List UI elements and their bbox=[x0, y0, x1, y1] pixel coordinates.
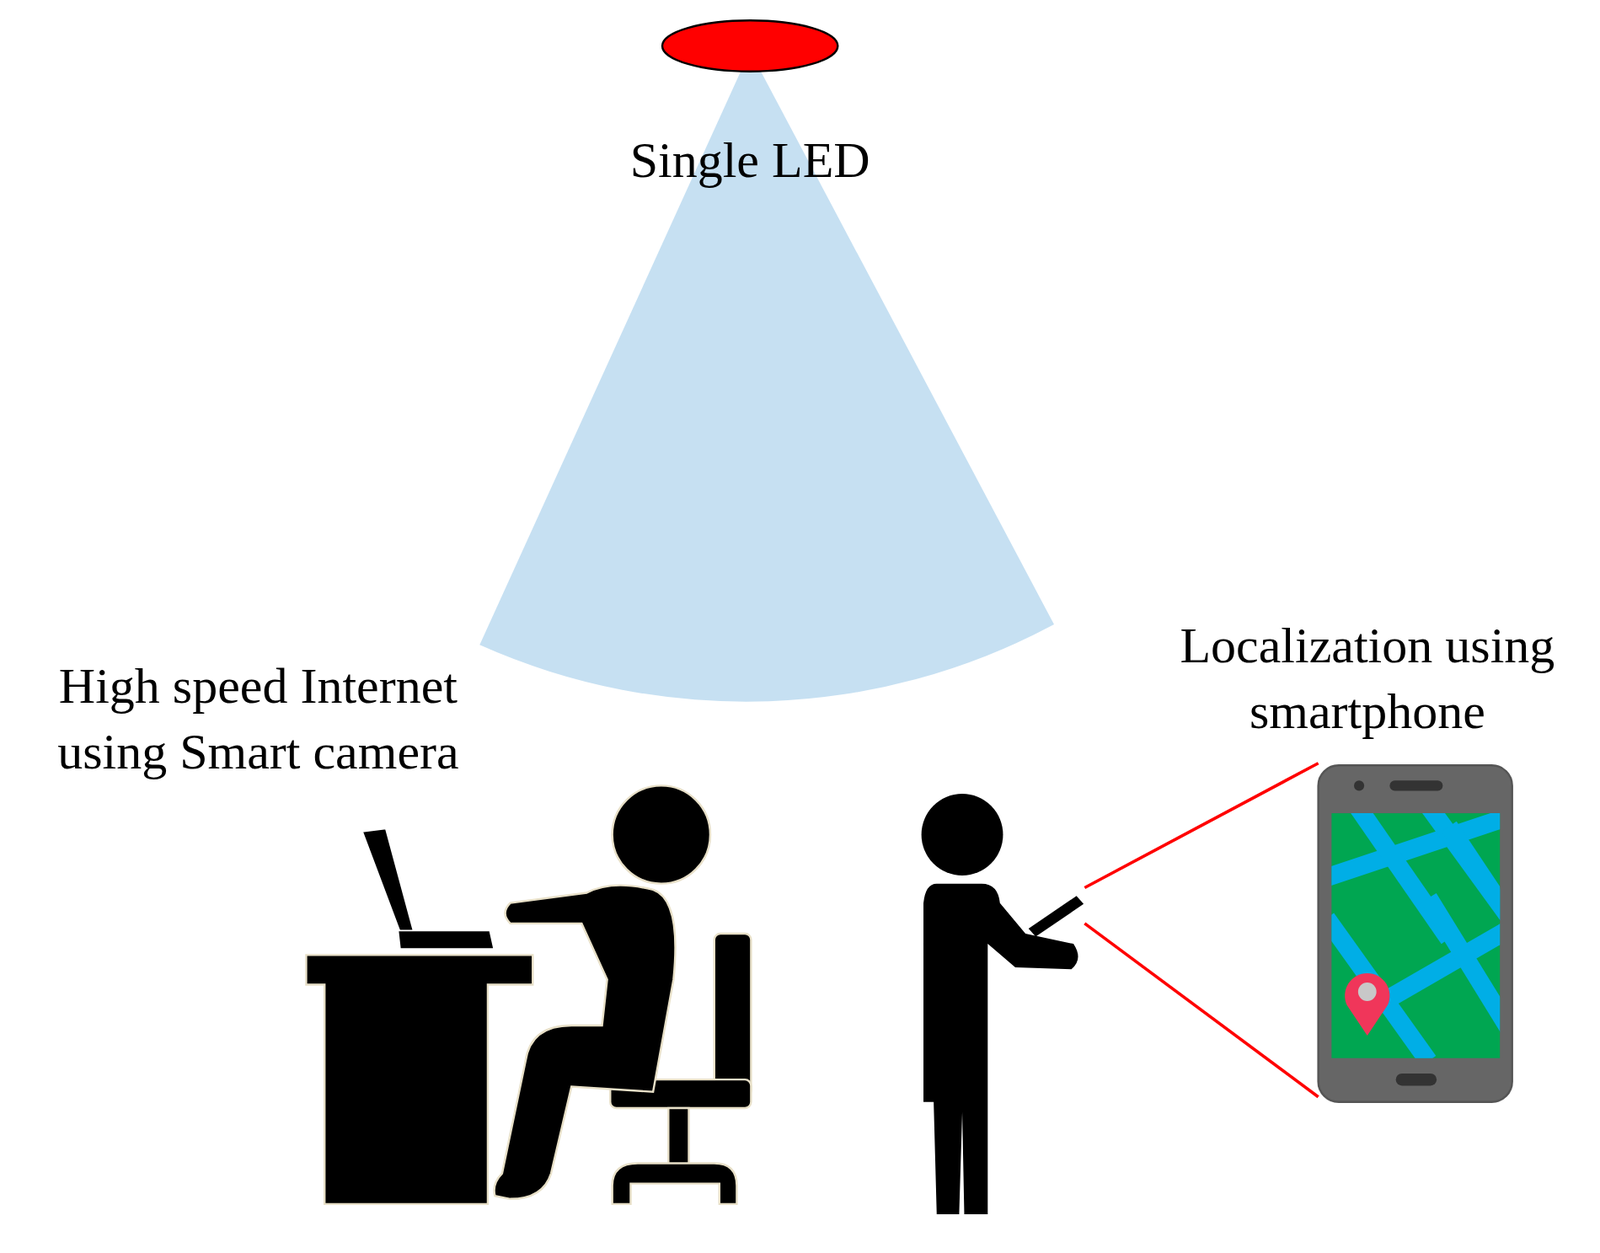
smartphone bbox=[1318, 765, 1513, 1103]
standing-person bbox=[921, 793, 1085, 1215]
label-text: Single LED bbox=[576, 127, 924, 193]
led bbox=[662, 20, 838, 72]
laptop bbox=[362, 828, 494, 949]
label-text: Localization using smartphone bbox=[1163, 612, 1572, 744]
zoom-line bbox=[1084, 763, 1318, 1097]
desk bbox=[305, 954, 533, 1204]
seated-person bbox=[494, 785, 711, 1199]
label-text: High speed Internet using Smart camera bbox=[43, 652, 473, 785]
light-beam bbox=[479, 51, 1055, 702]
